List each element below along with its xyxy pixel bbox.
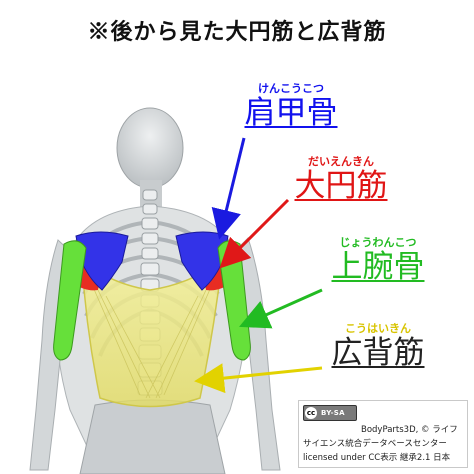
latissimus-fibers	[89, 279, 215, 399]
label-scapula-name: 肩甲骨	[244, 95, 338, 131]
label-latissimus-name: 広背筋	[331, 335, 425, 371]
credit-line-3: licensed under CC表示 継承2.1 日本	[303, 453, 451, 463]
cc-license-badge[interactable]: cc BY-SA	[303, 405, 357, 421]
label-latissimus: こうはいきん 広背筋	[318, 322, 438, 371]
label-latissimus-reading: こうはいきん	[345, 322, 411, 335]
scapula-left	[75, 231, 129, 291]
credit-line-1: BodyParts3D, © ライフ	[361, 425, 458, 435]
label-humerus: じょうわんこつ 上腕骨	[318, 236, 438, 285]
label-humerus-name: 上腕骨	[331, 249, 425, 285]
arrow-humerus	[239, 288, 323, 329]
arrow-latissimus	[194, 363, 323, 394]
cc-icon: cc	[305, 407, 317, 419]
label-teres-major-name: 大円筋	[294, 168, 388, 204]
cc-badge-text: BY-SA	[321, 409, 345, 417]
latissimus-dorsi-muscle	[81, 260, 223, 408]
credit-line-2: サイエンス統合データベースセンター	[303, 439, 447, 449]
label-scapula-reading: けんこうこつ	[258, 82, 324, 95]
label-teres-major: だいえんきん 大円筋	[286, 155, 396, 204]
scapula-right	[175, 231, 229, 291]
license-credit: cc BY-SA BodyParts3D, © ライフ サイエンス統合データベー…	[298, 400, 468, 468]
diagram-title: ※後から見た大円筋と広背筋	[87, 19, 387, 45]
arrow-teres-major	[219, 198, 290, 269]
label-scapula: けんこうこつ 肩甲骨	[236, 82, 346, 131]
humerus-left	[53, 240, 87, 361]
label-teres-major-reading: だいえんきん	[308, 155, 374, 168]
arrow-scapula	[211, 137, 246, 240]
label-humerus-reading: じょうわんこつ	[339, 236, 417, 249]
